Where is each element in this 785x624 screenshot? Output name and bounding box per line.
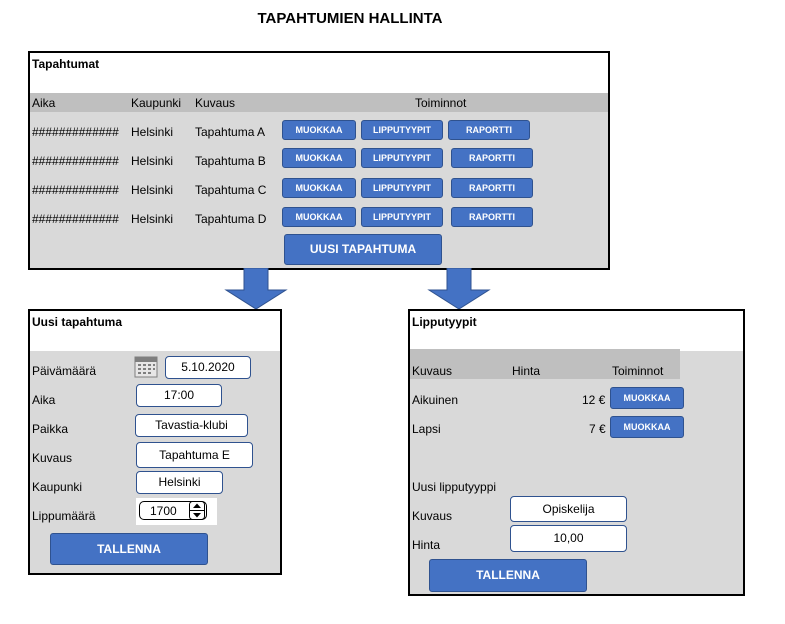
ticket-desc-label: Kuvaus [412,509,453,523]
event-time: ############# [32,125,119,139]
save-button[interactable]: TALLENNA [50,533,208,565]
events-panel: Tapahtumat Aika Kaupunki Kuvaus Toiminno… [28,51,610,270]
event-time: ############# [32,154,119,168]
header-kaupunki: Kaupunki [131,96,182,110]
save-button[interactable]: TALLENNA [429,559,587,592]
ticket-desc-input[interactable]: Opiskelija [510,496,627,522]
ticket-price: 7 € [589,422,606,436]
ticket-types-button[interactable]: LIPPUTYYPIT [361,120,443,140]
spinner-arrows-icon[interactable] [189,501,205,520]
event-time: ############# [32,212,119,226]
arrow-down-icon [427,268,491,310]
ticket-types-panel: Lipputyypit Kuvaus Hinta Toiminnot Aikui… [408,309,745,596]
event-desc: Tapahtuma C [195,183,267,197]
event-city: Helsinki [131,125,174,139]
event-time: ############# [32,183,119,197]
report-button[interactable]: RAPORTTI [451,178,533,198]
event-city: Helsinki [131,154,174,168]
calendar-icon[interactable] [134,356,158,378]
new-event-panel: Uusi tapahtuma Päivämäärä 5.10.2020 Aika… [28,309,282,575]
ticket-types-button[interactable]: LIPPUTYYPIT [361,178,443,198]
ticket-types-button[interactable]: LIPPUTYYPIT [361,207,443,227]
events-header-row: Aika Kaupunki Kuvaus Toiminnot [30,93,608,112]
date-input[interactable]: 5.10.2020 [165,356,251,379]
city-label: Kaupunki [32,480,83,494]
ticket-desc: Lapsi [412,422,441,436]
edit-button[interactable]: MUOKKAA [610,387,684,409]
time-input[interactable]: 17:00 [136,384,222,407]
ticket-desc: Aikuinen [412,393,459,407]
ticket-count-stepper[interactable]: 1700 [136,498,217,525]
event-desc: Tapahtuma A [195,125,266,139]
edit-button[interactable]: MUOKKAA [282,148,356,168]
count-value: 1700 [150,504,177,518]
edit-button[interactable]: MUOKKAA [282,120,356,140]
new-ticket-type-label: Uusi lipputyyppi [412,480,497,494]
new-event-button[interactable]: UUSI TAPAHTUMA [284,234,442,265]
ticket-types-button[interactable]: LIPPUTYYPIT [361,148,443,168]
place-label: Paikka [32,422,69,436]
header-hinta: Hinta [512,364,541,378]
header-kuvaus: Kuvaus [195,96,236,110]
ticket-price: 12 € [582,393,606,407]
edit-button[interactable]: MUOKKAA [610,416,684,438]
date-label: Päivämäärä [32,364,97,378]
report-button[interactable]: RAPORTTI [451,207,533,227]
edit-button[interactable]: MUOKKAA [282,207,356,227]
header-toiminnot: Toiminnot [612,364,664,378]
header-aika: Aika [32,96,56,110]
arrow-down-icon [224,268,288,310]
new-event-title: Uusi tapahtuma [30,311,280,351]
events-panel-title: Tapahtumat [30,53,608,93]
place-input[interactable]: Tavastia-klubi [135,414,248,437]
desc-label: Kuvaus [32,451,73,465]
page-title: TAPAHTUMIEN HALLINTA [257,10,443,27]
report-button[interactable]: RAPORTTI [448,120,530,140]
ticket-types-title: Lipputyypit [410,311,743,351]
event-desc: Tapahtuma B [195,154,266,168]
header-kuvaus: Kuvaus [412,364,453,378]
event-city: Helsinki [131,212,174,226]
edit-button[interactable]: MUOKKAA [282,178,356,198]
ticket-header-row: Kuvaus Hinta Toiminnot [410,349,680,379]
report-button[interactable]: RAPORTTI [451,148,533,168]
header-toiminnot: Toiminnot [415,96,467,110]
desc-input[interactable]: Tapahtuma E [136,442,253,468]
city-input[interactable]: Helsinki [136,471,223,494]
time-label: Aika [32,393,56,407]
event-city: Helsinki [131,183,174,197]
ticket-price-label: Hinta [412,538,441,552]
ticket-price-input[interactable]: 10,00 [510,525,627,552]
event-desc: Tapahtuma D [195,212,267,226]
count-label: Lippumäärä [32,509,96,523]
